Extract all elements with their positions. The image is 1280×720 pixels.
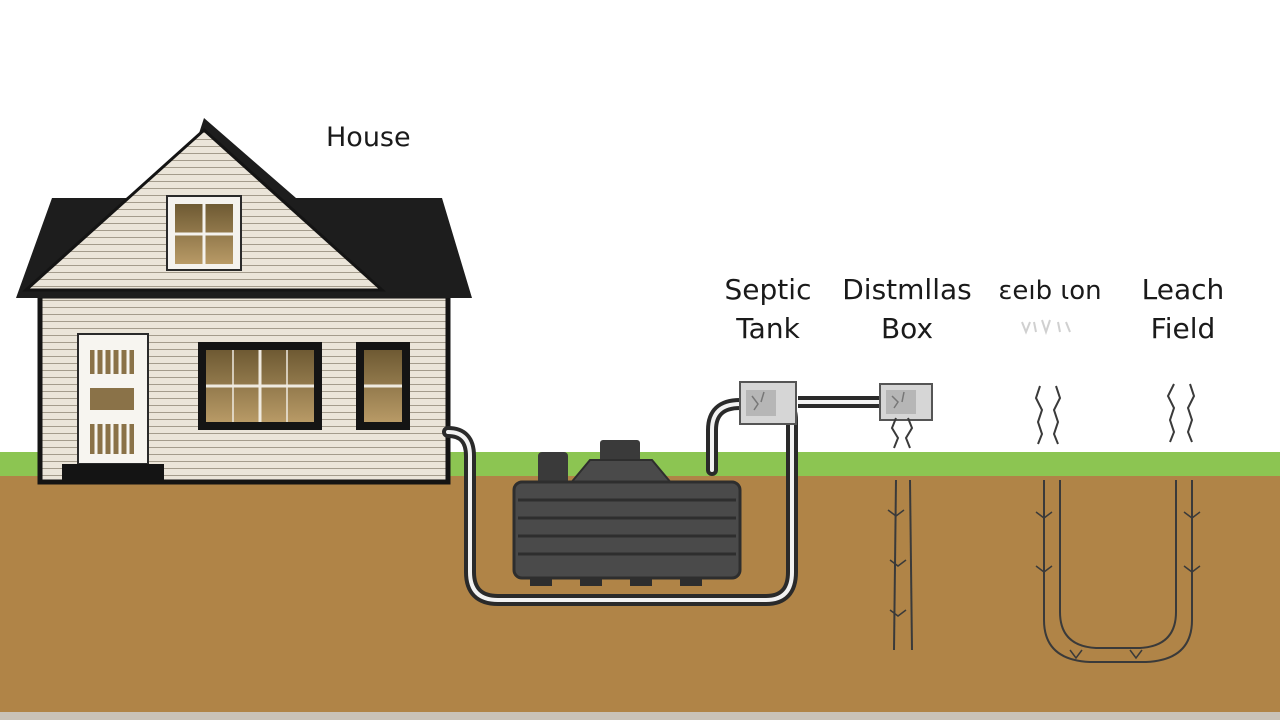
house	[16, 118, 472, 485]
main-window	[198, 342, 322, 430]
septic-tank	[512, 440, 742, 586]
faint-scribble	[1021, 319, 1071, 336]
attic-window	[166, 195, 242, 271]
leach-line-1	[887, 417, 914, 651]
front-door	[77, 333, 149, 465]
junction-box-1	[739, 381, 797, 425]
label-leach-field-line1: Leach	[1142, 273, 1225, 306]
label-septic-tank-line2: Tank	[735, 312, 800, 345]
label-distribution-box-line1: Distmllas	[842, 273, 972, 306]
soil-bottom-band	[0, 712, 1280, 720]
label-leach-field-line2: Field	[1151, 312, 1216, 345]
tank-outlet-pipe	[706, 398, 746, 476]
label-septic-tank-line1: Septic	[725, 273, 812, 306]
distribution-box	[879, 383, 933, 421]
leach-line-3	[1166, 383, 1196, 443]
label-third-line1: ɛeıb ɩon	[998, 276, 1101, 306]
door-step	[62, 464, 164, 482]
label-house: House	[326, 122, 411, 153]
label-distribution-box-line2: Box	[881, 312, 933, 345]
side-window	[356, 342, 410, 430]
leach-line-2	[1034, 385, 1201, 663]
